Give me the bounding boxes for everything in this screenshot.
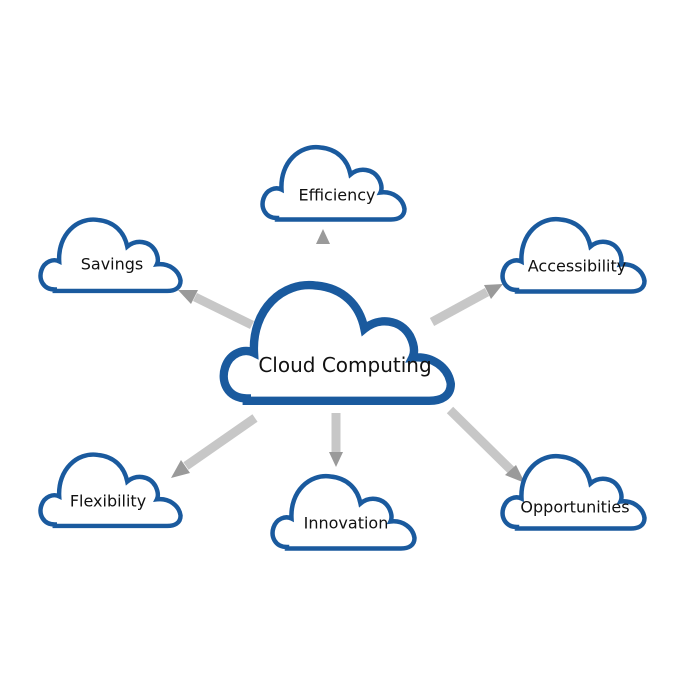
accessibility-label: Accessibility bbox=[528, 257, 626, 276]
arrow-to-opportunities bbox=[446, 406, 525, 483]
cloud-savings: Savings bbox=[41, 220, 181, 291]
connector-arrows bbox=[171, 229, 525, 483]
arrow-to-flexibility bbox=[171, 414, 258, 478]
flexibility-label: Flexibility bbox=[70, 492, 146, 511]
arrow-to-efficiency bbox=[316, 229, 330, 262]
center-label: Cloud Computing bbox=[258, 353, 431, 377]
cloud-flexibility: Flexibility bbox=[41, 455, 181, 526]
innovation-label: Innovation bbox=[304, 514, 389, 533]
arrow-to-innovation bbox=[329, 413, 343, 467]
cloud-center: Cloud Computing bbox=[224, 285, 451, 401]
efficiency-label: Efficiency bbox=[298, 186, 375, 205]
opportunities-label: Opportunities bbox=[520, 498, 629, 517]
savings-label: Savings bbox=[81, 255, 144, 274]
cloud-efficiency: Efficiency bbox=[263, 147, 405, 219]
arrow-to-savings bbox=[178, 290, 254, 330]
cloud-innovation: Innovation bbox=[273, 476, 415, 548]
cloud-opportunities: Opportunities bbox=[503, 456, 645, 528]
arrow-to-accessibility bbox=[429, 284, 503, 326]
cloud-accessibility: Accessibility bbox=[503, 219, 645, 291]
